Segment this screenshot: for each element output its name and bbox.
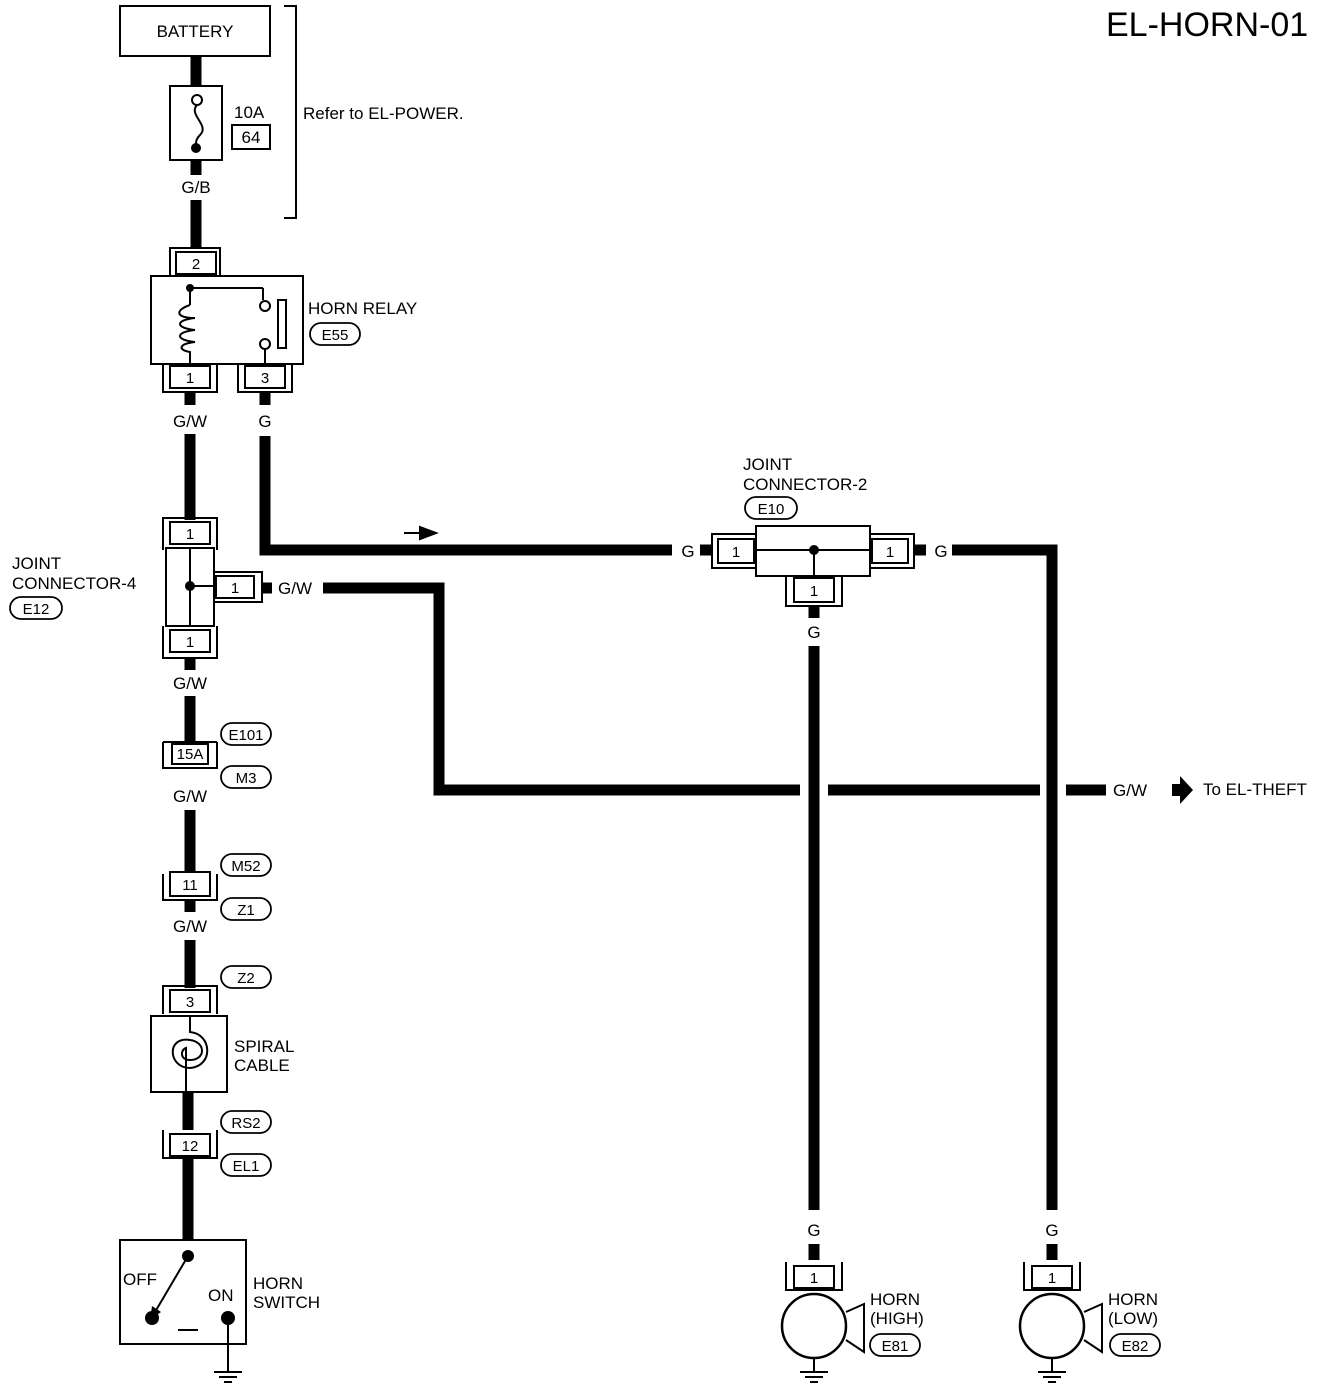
relay-pin-1: 1 — [186, 370, 194, 387]
battery: BATTERY — [119, 5, 271, 57]
horn-high: G 1 HORN (HIGH) E81 — [780, 1221, 924, 1383]
wire-label-g-1: G — [258, 412, 271, 431]
horn-low: G 1 HORN (LOW) E82 — [1018, 1221, 1161, 1383]
fusible-link-15a: 15A E101 M3 — [162, 722, 272, 789]
horn-high-pin: 1 — [810, 1270, 818, 1287]
spiral-cable-name-line1: SPIRAL — [234, 1037, 294, 1056]
jc2-pin-bottom: 1 — [810, 583, 818, 600]
connector-m3: M3 — [236, 770, 257, 787]
wire-label-gw-theft: G/W — [1113, 781, 1147, 800]
to-theft-label: To EL-THEFT — [1203, 780, 1307, 799]
wire-label-g-5: G — [807, 1221, 820, 1240]
connector-rs2: RS2 — [231, 1115, 260, 1132]
refer-note: Refer to EL-POWER. — [303, 104, 464, 123]
connector-e101: E101 — [228, 727, 263, 744]
fuse-link-rating: 15A — [177, 746, 204, 763]
joint-connector-2: JOINT CONNECTOR-2 E10 1 1 1 — [711, 455, 915, 607]
wire-label-g-3: G — [934, 542, 947, 561]
horn-switch-off: OFF — [123, 1270, 157, 1289]
jc2-pin-right: 1 — [886, 544, 894, 561]
connector-z2: Z2 — [237, 970, 255, 987]
connector-m52: M52 — [231, 858, 260, 875]
horn-switch-name-line1: HORN — [253, 1274, 303, 1293]
horn-relay-name: HORN RELAY — [308, 299, 417, 318]
horn-switch-on: ON — [208, 1286, 234, 1305]
horn-low-name-line1: HORN — [1108, 1290, 1158, 1309]
jc4-name-line1: JOINT — [12, 554, 61, 573]
page-id: EL-HORN-01 — [1106, 6, 1308, 44]
connector-11-pin: 11 — [182, 877, 198, 894]
battery-label: BATTERY — [157, 22, 234, 41]
refer-bracket — [284, 5, 297, 219]
horn-low-connector: E82 — [1122, 1338, 1149, 1355]
to-theft-arrow — [1172, 776, 1193, 804]
horn-high-name-line2: (HIGH) — [870, 1309, 924, 1328]
wire-label-gw-4: G/W — [173, 787, 207, 806]
wire-label-gw-3: G/W — [173, 674, 207, 693]
jc4-connector: E12 — [23, 601, 50, 618]
wire-label-g-4: G — [807, 623, 820, 642]
jc4-pin-right: 1 — [231, 580, 239, 597]
jc2-name-line2: CONNECTOR-2 — [743, 475, 867, 494]
jc4-pin-top: 1 — [186, 526, 194, 543]
horn-low-pin: 1 — [1048, 1270, 1056, 1287]
wire-label-gb: G/B — [181, 178, 210, 197]
horn-high-name-line1: HORN — [870, 1290, 920, 1309]
relay-pin-3: 3 — [261, 370, 269, 387]
jc2-pin-left: 1 — [732, 544, 740, 561]
horn-high-connector: E81 — [882, 1338, 909, 1355]
jc4-pin-bottom: 1 — [186, 634, 194, 651]
jc2-name-line1: JOINT — [743, 455, 792, 474]
spiral-cable-name-line2: CABLE — [234, 1056, 290, 1075]
horn-relay: 2 1 3 HORN RELAY E55 — [150, 247, 417, 393]
jc4-name-line2: CONNECTOR-4 — [12, 574, 136, 593]
joint-connector-4: 1 1 1 JOINT CONNECTOR-4 E12 — [9, 517, 263, 659]
wire-label-gw-1: G/W — [173, 412, 207, 431]
connector-12: 12 RS2 EL1 — [162, 1110, 272, 1177]
spiral-cable: Z2 3 SPIRAL CABLE — [150, 965, 294, 1093]
wire-label-g-6: G — [1045, 1221, 1058, 1240]
horn-switch: OFF ON HORN SWITCH — [119, 1239, 320, 1383]
connector-11: 11 M52 Z1 — [162, 853, 272, 921]
horn-switch-name-line2: SWITCH — [253, 1293, 320, 1312]
fuse-rating: 10A — [234, 103, 265, 122]
jc2-connector: E10 — [758, 501, 785, 518]
wire-label-gw-5: G/W — [173, 917, 207, 936]
wire-label-gw-2: G/W — [278, 579, 312, 598]
flow-arrow — [404, 525, 439, 541]
spiral-cable-pin-3: 3 — [186, 994, 194, 1011]
fuse-10a: 10A 64 — [169, 85, 271, 161]
connector-12-pin: 12 — [182, 1138, 199, 1155]
connector-z1: Z1 — [237, 902, 255, 919]
relay-pin-2: 2 — [192, 256, 200, 273]
horn-low-name-line2: (LOW) — [1108, 1309, 1158, 1328]
fuse-number: 64 — [242, 128, 261, 147]
wire-label-g-2: G — [681, 542, 694, 561]
connector-el1: EL1 — [233, 1158, 260, 1175]
horn-relay-connector: E55 — [322, 327, 349, 344]
